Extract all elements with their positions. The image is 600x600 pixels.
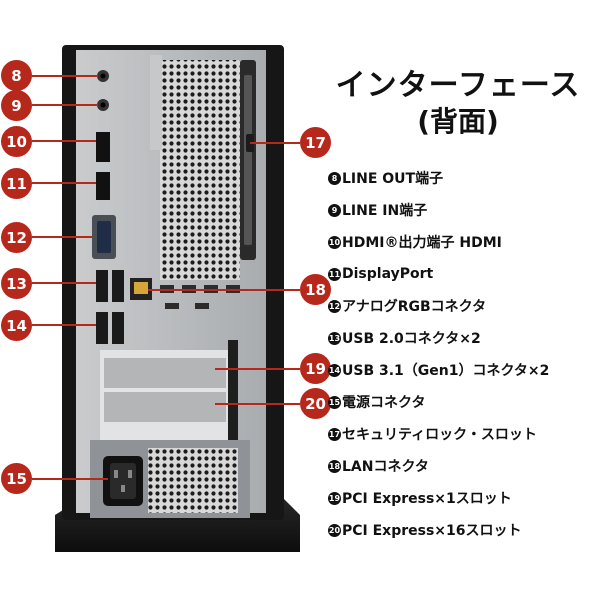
callout-19: 19 xyxy=(300,353,331,384)
legend-label: PCI Express×1スロット xyxy=(342,491,512,507)
legend-label: HDMI®出力端子 HDMI xyxy=(342,235,502,251)
callout-15: 15 xyxy=(1,463,32,494)
legend-number: 18 xyxy=(328,459,341,473)
top-vent xyxy=(160,60,240,280)
callout-8: 8 xyxy=(1,60,32,91)
legend-number: 17 xyxy=(328,427,341,441)
legend-number: 9 xyxy=(328,203,341,217)
legend-number: 10 xyxy=(328,235,341,249)
legend-number: 13 xyxy=(328,331,341,345)
legend-number: 11 xyxy=(328,267,341,281)
callout-12: 12 xyxy=(1,222,32,253)
callout-10: 10 xyxy=(1,126,32,157)
callout-20: 20 xyxy=(300,388,331,419)
legend-label: LANコネクタ xyxy=(342,459,429,475)
legend-label: USB 2.0コネクタ×2 xyxy=(342,331,481,347)
legend-label: セキュリティロック・スロット xyxy=(342,427,537,443)
callout-18: 18 xyxy=(300,274,331,305)
callout-14: 14 xyxy=(1,310,32,341)
title-interface: インターフェース xyxy=(335,68,581,103)
legend-label: LINE IN端子 xyxy=(342,203,428,219)
legend-number: 19 xyxy=(328,491,341,505)
legend-number: 12 xyxy=(328,299,341,313)
legend-label: 電源コネクタ xyxy=(342,395,426,411)
callout-13: 13 xyxy=(1,268,32,299)
legend-label: USB 3.1（Gen1）コネクタ×2 xyxy=(342,363,550,379)
legend-number: 14 xyxy=(328,363,341,377)
legend-number: 8 xyxy=(328,171,341,185)
callout-11: 11 xyxy=(1,168,32,199)
legend-label: アナログRGBコネクタ xyxy=(342,299,487,315)
legend-number: 20 xyxy=(328,523,341,537)
callout-17: 17 xyxy=(300,127,331,158)
legend-label: PCI Express×16スロット xyxy=(342,523,522,539)
legend-label: DisplayPort xyxy=(342,266,434,282)
legend-number: 15 xyxy=(328,395,341,409)
legend-label: LINE OUT端子 xyxy=(342,171,444,187)
callout-9: 9 xyxy=(1,90,32,121)
title-rear: (背面) xyxy=(417,105,499,138)
